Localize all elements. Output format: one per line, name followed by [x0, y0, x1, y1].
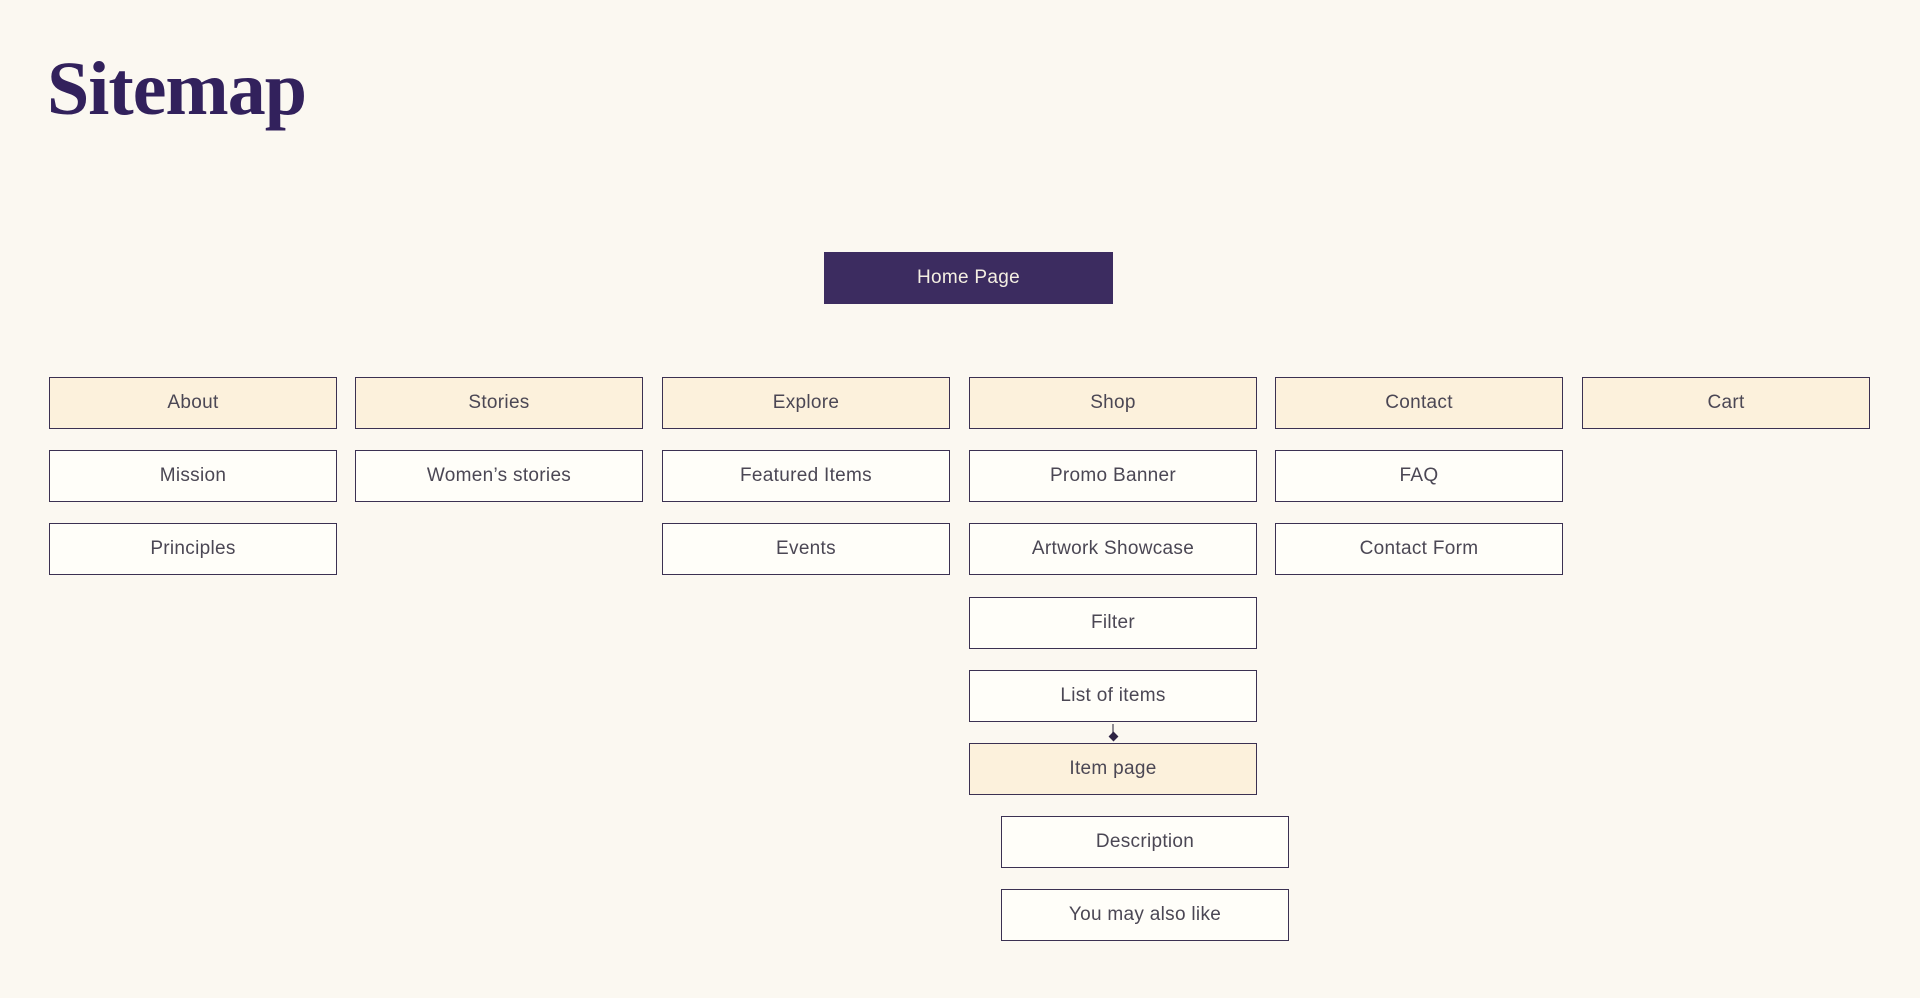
node-cart[interactable]: Cart [1582, 377, 1870, 429]
node-stories[interactable]: Stories [355, 377, 643, 429]
node-events[interactable]: Events [662, 523, 950, 575]
node-artwork-showcase[interactable]: Artwork Showcase [969, 523, 1257, 575]
node-you-may-also-like[interactable]: You may also like [1001, 889, 1289, 941]
node-about[interactable]: About [49, 377, 337, 429]
node-contact-form[interactable]: Contact Form [1275, 523, 1563, 575]
arrow-line [1112, 724, 1114, 737]
arrow-down-icon [1108, 731, 1118, 742]
node-explore[interactable]: Explore [662, 377, 950, 429]
node-shop[interactable]: Shop [969, 377, 1257, 429]
page-title: Sitemap [47, 47, 307, 131]
node-promo-banner[interactable]: Promo Banner [969, 450, 1257, 502]
node-mission[interactable]: Mission [49, 450, 337, 502]
node-women-s-stories[interactable]: Women’s stories [355, 450, 643, 502]
connector-arrow [1108, 724, 1118, 742]
node-filter[interactable]: Filter [969, 597, 1257, 649]
node-principles[interactable]: Principles [49, 523, 337, 575]
node-contact[interactable]: Contact [1275, 377, 1563, 429]
node-faq[interactable]: FAQ [1275, 450, 1563, 502]
node-item-page[interactable]: Item page [969, 743, 1257, 795]
node-description[interactable]: Description [1001, 816, 1289, 868]
node-list-of-items[interactable]: List of items [969, 670, 1257, 722]
node-featured-items[interactable]: Featured Items [662, 450, 950, 502]
node-home-page[interactable]: Home Page [824, 252, 1113, 304]
